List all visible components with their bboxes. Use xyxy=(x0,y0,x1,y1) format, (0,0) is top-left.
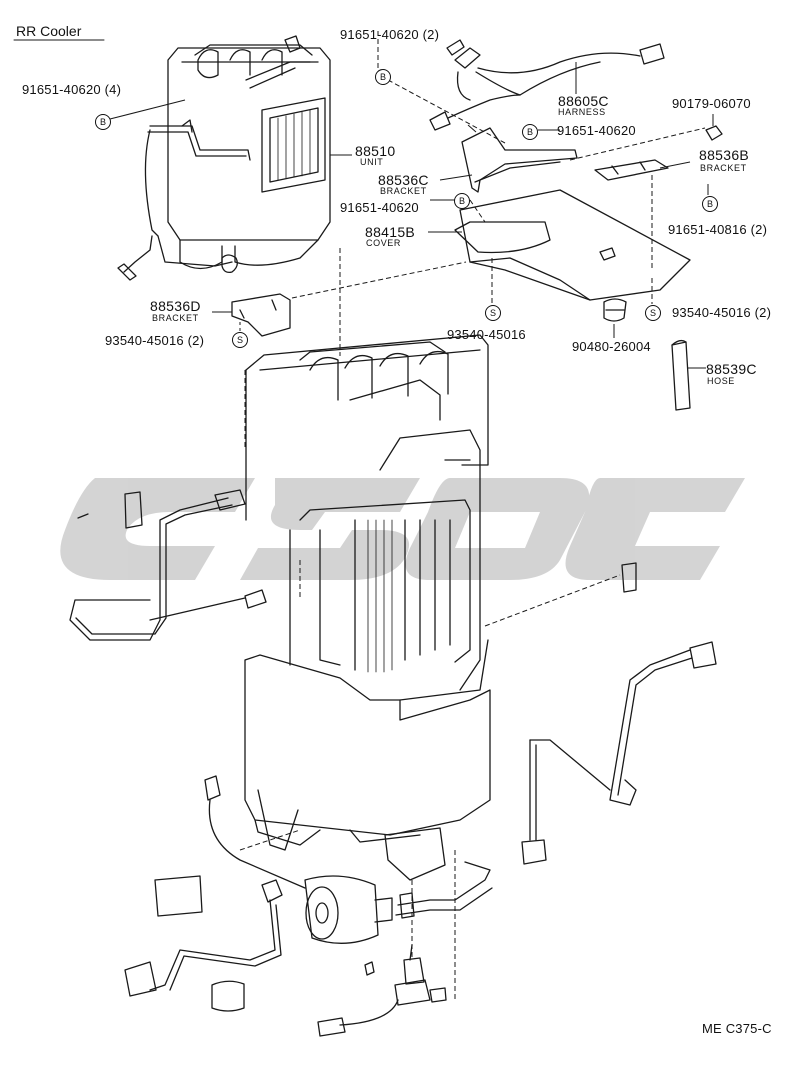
cooler-unit-upper xyxy=(117,35,331,281)
badge-b-icon: B xyxy=(454,193,470,209)
callout-90179-06070: 90179-06070 xyxy=(672,96,751,111)
cooler-case-lower xyxy=(244,529,491,851)
callout-91651-40620-4: 91651-40620 (4) xyxy=(22,82,122,97)
pipe-right xyxy=(521,562,717,865)
callout-88510-name: UNIT xyxy=(360,157,384,167)
callout-88605c: 88605C xyxy=(558,93,609,109)
lower-wiring xyxy=(124,775,493,1037)
callout-88539c: 88539C xyxy=(706,361,757,377)
callout-93540-45016-2-left: 93540-45016 (2) xyxy=(105,333,205,348)
diagram-code: ME C375-C xyxy=(702,1021,772,1036)
callout-88536d-name: BRACKET xyxy=(152,313,199,323)
pipe-left xyxy=(69,489,267,641)
nut-90179 xyxy=(705,125,723,141)
badge-b-icon: B xyxy=(522,124,538,140)
bracket-88536b xyxy=(594,159,669,181)
diagram-title: RR Cooler xyxy=(16,23,82,39)
badge-b-icon: B xyxy=(375,69,391,85)
evaporator-core xyxy=(299,429,489,701)
callout-93540-45016: 93540-45016 xyxy=(447,327,526,342)
callout-88539c-name: HOSE xyxy=(707,376,735,386)
callout-88605c-name: HARNESS xyxy=(558,107,606,117)
callout-93540-45016-2-right: 93540-45016 (2) xyxy=(672,305,772,320)
badge-s-icon: S xyxy=(232,332,248,348)
callout-88415b-name: COVER xyxy=(366,238,402,248)
watermark-logo xyxy=(60,478,745,580)
cover-88415b xyxy=(454,189,691,301)
callout-91651-40816: 91651-40816 (2) xyxy=(668,222,768,237)
callout-88536c-name: BRACKET xyxy=(380,186,427,196)
callout-88536b-name: BRACKET xyxy=(700,163,747,173)
callout-91651-40620-2-top: 91651-40620 (2) xyxy=(340,27,440,42)
callout-88536d: 88536D xyxy=(150,298,201,314)
bottom-bracket xyxy=(384,827,446,881)
hose-88539c xyxy=(671,339,691,411)
badge-b-icon: B xyxy=(95,114,111,130)
callout-88415b: 88415B xyxy=(365,224,416,240)
leader-lines xyxy=(109,30,714,1000)
callout-90480-26004: 90480-26004 xyxy=(572,339,651,354)
callout-88536c: 88536C xyxy=(378,172,429,188)
grommet-90480 xyxy=(603,298,627,322)
badge-s-icon: S xyxy=(645,305,661,321)
bracket-88536d xyxy=(231,293,291,337)
callout-91651-40620-mid: 91651-40620 xyxy=(340,200,419,215)
callout-91651-40620-right: 91651-40620 xyxy=(557,123,636,138)
callout-88510: 88510 xyxy=(355,143,396,159)
harness-88605c xyxy=(429,39,665,131)
badge-b-icon: B xyxy=(702,196,718,212)
cooler-case-upper xyxy=(245,334,489,521)
badge-s-icon: S xyxy=(485,305,501,321)
blower-motor xyxy=(304,875,393,944)
callout-88536b: 88536B xyxy=(699,147,750,163)
